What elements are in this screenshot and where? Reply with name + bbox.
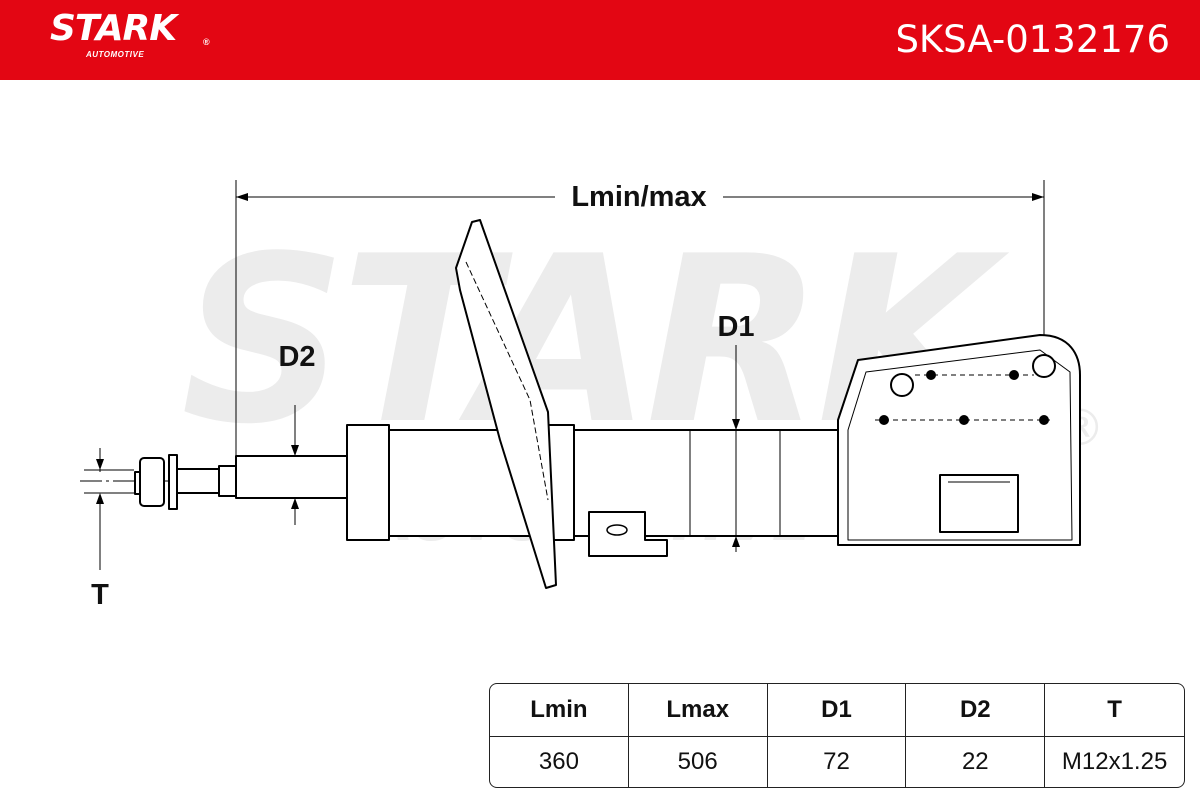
rod-end <box>218 465 237 497</box>
d2-arrow-top <box>291 445 299 456</box>
mount-hole-left <box>890 373 914 397</box>
mount-hole-right <box>1032 354 1056 378</box>
value-lmin: 360 <box>490 737 629 787</box>
stark-logo[interactable]: STARK ® AUTOMOTIVE <box>50 8 210 60</box>
spec-table-values-row: 360 506 72 22 M12x1.25 <box>490 737 1184 787</box>
rivet-4 <box>959 415 969 425</box>
knuckle-slot <box>939 474 1019 533</box>
rivet-2 <box>1009 370 1019 380</box>
spec-table-header-row: Lmin Lmax D1 D2 T <box>490 684 1184 737</box>
value-d1: 72 <box>768 737 907 787</box>
spring-seat-inner <box>465 261 549 501</box>
bracket-hole <box>606 524 628 536</box>
spec-table: Lmin Lmax D1 D2 T 360 506 72 22 M12x1.25 <box>489 683 1185 788</box>
value-d2: 22 <box>906 737 1046 787</box>
shock-absorber-drawing: STARK AUTOMOTIVE ® <box>80 180 1105 611</box>
t-arrow-top <box>96 459 104 470</box>
logo-wordmark: STARK <box>50 8 177 49</box>
arrow-right <box>1032 193 1044 201</box>
logo-subtitle: AUTOMOTIVE <box>86 50 145 59</box>
rivet-3 <box>879 415 889 425</box>
rivet-5 <box>1039 415 1049 425</box>
nut <box>139 457 165 507</box>
value-lmax: 506 <box>629 737 768 787</box>
d2-label: D2 <box>278 341 315 373</box>
d1-arrow-bottom <box>732 536 740 547</box>
spring-seat <box>455 219 557 589</box>
t-arrow-bottom <box>96 493 104 504</box>
washer <box>168 454 178 510</box>
registered-mark: ® <box>203 37 210 47</box>
header-lmin: Lmin <box>490 684 629 737</box>
header-d1: D1 <box>767 684 907 737</box>
value-t: M12x1.25 <box>1061 748 1168 775</box>
header-bar: STARK ® AUTOMOTIVE SKSA-0132176 <box>0 0 1200 80</box>
d1-arrow-top <box>732 419 740 430</box>
part-number: SKSA-0132176 <box>895 18 1170 61</box>
d1-label: D1 <box>717 311 754 343</box>
knuckle-bracket <box>837 334 1081 546</box>
knuckle-inner <box>847 349 1073 541</box>
rivet-1 <box>926 370 936 380</box>
stud-neck <box>176 468 220 494</box>
d2-arrow-bottom <box>291 498 299 509</box>
length-label: Lmin/max <box>571 181 706 213</box>
header-t: T <box>1045 684 1184 737</box>
tube-bracket <box>588 511 668 557</box>
piston-rod <box>235 455 349 499</box>
header-lmax: Lmax <box>628 684 768 737</box>
dust-cover <box>346 424 390 541</box>
arrow-left <box>236 193 248 201</box>
header-d2: D2 <box>906 684 1046 737</box>
t-label: T <box>91 579 109 611</box>
